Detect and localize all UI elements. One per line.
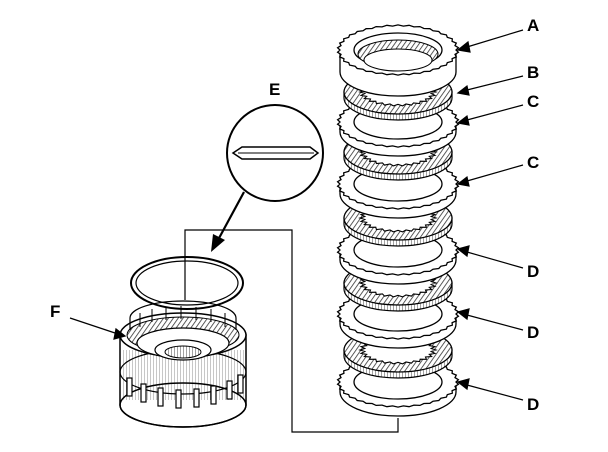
callout-label-f: F bbox=[50, 302, 60, 321]
callout-leaders bbox=[69, 29, 524, 401]
detail-arrow bbox=[211, 191, 245, 252]
callout-label-c1: C bbox=[527, 92, 539, 111]
callout-label-d2: D bbox=[527, 323, 539, 342]
callout-label-c2: C bbox=[527, 153, 539, 172]
callout-label-d3: D bbox=[527, 395, 539, 414]
assembly-leader-line bbox=[184, 229, 399, 433]
callout-label-b: B bbox=[527, 63, 539, 82]
callout-label-e: E bbox=[269, 80, 280, 99]
callout-label-a: A bbox=[527, 16, 539, 35]
clutch-drum-assembly bbox=[119, 300, 247, 428]
o-ring bbox=[130, 256, 244, 310]
clutch-plate-stack bbox=[336, 24, 460, 417]
clutch-plate bbox=[336, 24, 460, 97]
detail-view-e bbox=[226, 104, 324, 202]
callout-label-d1: D bbox=[527, 262, 539, 281]
